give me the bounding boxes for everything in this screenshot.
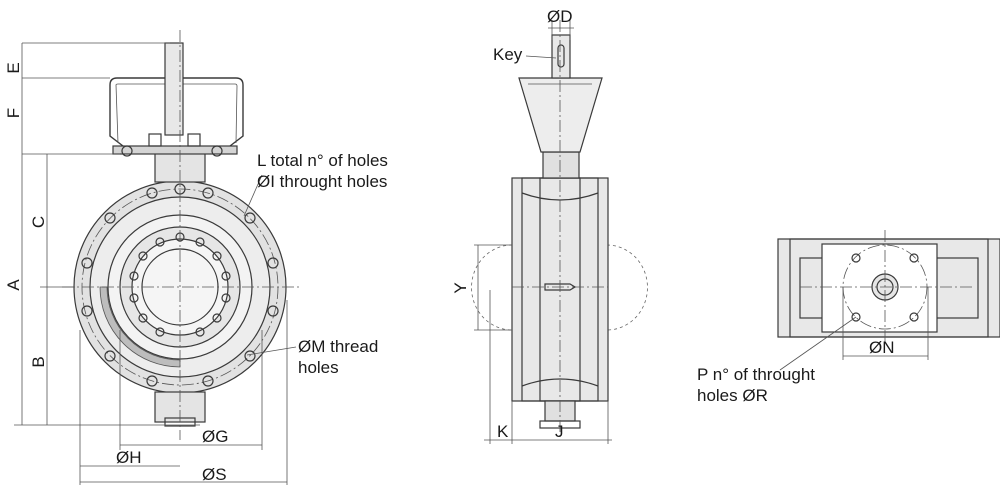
front-dimensions (14, 42, 297, 485)
funnel-adapter (518, 77, 603, 153)
label-M1: ØM thread (298, 337, 378, 356)
label-M2: holes (298, 358, 339, 377)
label-D: ØD (547, 7, 573, 26)
mount-plate (112, 145, 238, 155)
label-N: ØN (869, 338, 895, 357)
inner-thread-holes (129, 232, 231, 337)
side-view (471, 20, 648, 440)
label-G: ØG (202, 427, 228, 446)
top-view (777, 230, 1000, 345)
label-I: ØI throught holes (257, 172, 387, 191)
label-B: B (29, 356, 48, 367)
side-dimensions (474, 20, 612, 444)
label-J: J (555, 422, 564, 441)
label-S: ØS (202, 465, 227, 484)
label-A: A (4, 279, 23, 291)
stem (164, 42, 184, 136)
top-dimensions (779, 287, 929, 371)
label-H: ØH (116, 448, 142, 467)
label-E: E (4, 62, 23, 73)
label-K: K (497, 422, 509, 441)
outer-bolt-holes (81, 183, 279, 387)
label-C: C (29, 216, 48, 228)
label-key: Key (493, 45, 523, 64)
label-P2: holes ØR (697, 386, 768, 405)
label-F: F (4, 108, 23, 118)
front-view (62, 30, 300, 440)
label-L: L total n° of holes (257, 151, 388, 170)
label-Y: Y (451, 282, 470, 293)
label-P1: P n° of throught (697, 365, 815, 384)
